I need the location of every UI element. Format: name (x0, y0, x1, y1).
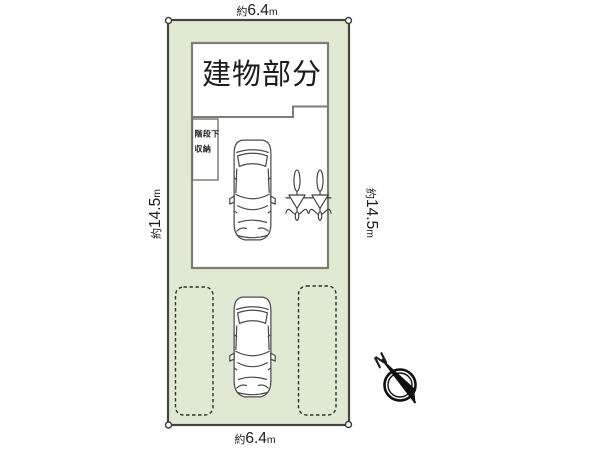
compass-icon: N (370, 349, 417, 404)
corner-marker-icon (344, 16, 353, 25)
corner-marker-icon (164, 421, 173, 429)
dimension-label-top: 約6.4m (236, 2, 278, 19)
understairs-storage-box: 階段下 収納 (191, 118, 220, 181)
storage-label-line1: 階段下 (195, 129, 220, 139)
storage-label-line2: 収納 (195, 144, 212, 154)
building-interior-wall (192, 105, 328, 118)
dimension-label-bottom: 約6.4m (234, 430, 276, 447)
parking-space-right (297, 285, 337, 416)
dimension-label-left: 約14.5m (147, 189, 164, 239)
corner-marker-icon (344, 420, 353, 429)
dimension-label-right: 約14.5m (363, 188, 380, 238)
car-icon (229, 139, 276, 241)
parking-space-left (174, 286, 214, 416)
car-icon (229, 296, 276, 398)
building-label: 建物部分 (202, 58, 322, 91)
corner-marker-icon (164, 16, 173, 25)
